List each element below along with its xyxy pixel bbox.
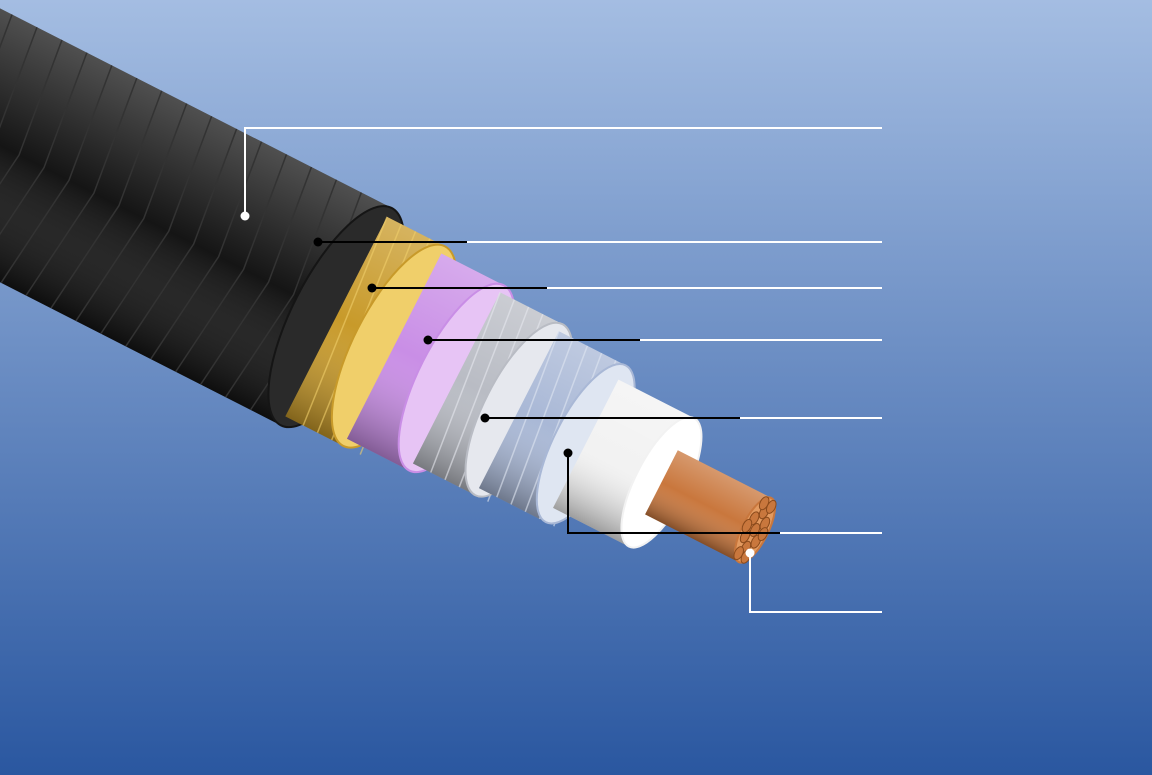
callout-7 <box>745 548 882 613</box>
weave-line <box>175 154 288 373</box>
weave-line <box>0 26 38 246</box>
wrap-line <box>510 338 574 505</box>
copper-conductor-layer <box>645 450 777 564</box>
weave-line <box>0 65 113 284</box>
white-dielectric-shading <box>553 379 695 547</box>
leader-line <box>567 453 780 534</box>
weave-line <box>75 103 188 322</box>
callout-dot <box>423 335 433 345</box>
callout-3 <box>367 283 882 293</box>
callouts <box>240 127 882 613</box>
wrap-line <box>302 216 388 426</box>
weave-line <box>150 141 263 360</box>
foil-shield-shading <box>478 331 626 523</box>
callout-4 <box>423 335 882 345</box>
weave-line <box>224 179 338 398</box>
callout-dot <box>563 448 573 458</box>
callout-2 <box>313 237 882 247</box>
cable <box>0 0 777 564</box>
callout-dot <box>480 413 490 423</box>
weave-line <box>200 166 313 385</box>
wrap-line <box>444 299 516 481</box>
callout-1 <box>240 127 882 221</box>
callout-5 <box>480 413 882 423</box>
callout-dot <box>240 211 250 221</box>
wrap-line <box>524 345 589 512</box>
callout-dot <box>745 548 755 558</box>
weave-line <box>0 39 63 258</box>
weave-line <box>50 90 163 309</box>
leader-line <box>749 553 882 613</box>
callout-dot <box>367 283 377 293</box>
weave-line <box>25 77 138 296</box>
wrap-line <box>430 292 501 473</box>
outer-jacket-shading <box>0 0 392 426</box>
weave-line <box>100 115 213 335</box>
leader-line <box>244 127 882 216</box>
callout-6 <box>563 448 882 534</box>
weave-line <box>0 52 88 271</box>
weave-line <box>125 128 238 347</box>
foil-shield-layer <box>478 331 636 527</box>
conductor-strand <box>766 499 777 514</box>
callout-dot <box>313 237 323 247</box>
wrap-line <box>496 331 560 498</box>
